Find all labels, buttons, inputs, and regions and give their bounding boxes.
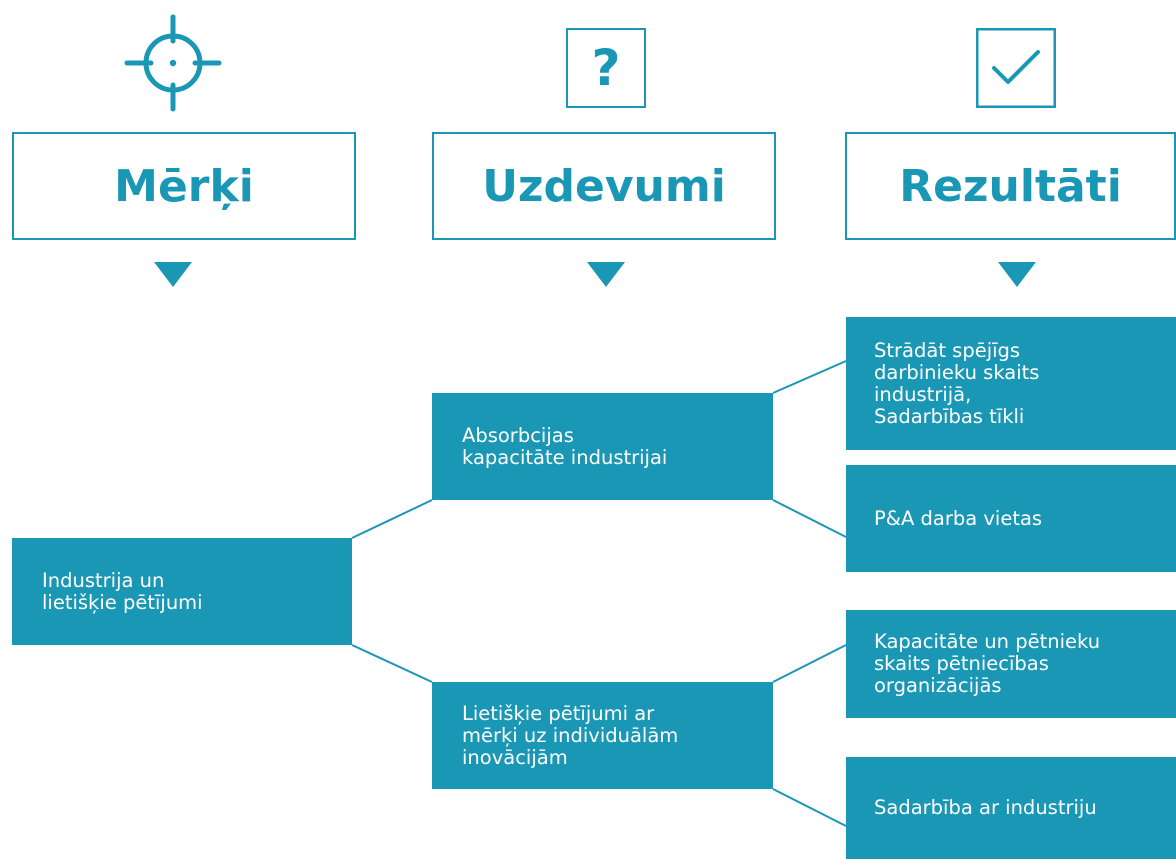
- question-mark-icon: ?: [566, 28, 646, 108]
- result-node-capacity-label: Kapacitāte un pētnieku skaits pētniecība…: [874, 630, 1101, 697]
- result-node-capacity: Kapacitāte un pētnieku skaits pētniecība…: [846, 610, 1176, 718]
- task-node-applied-research-label: Lietišķie pētījumi ar mērķi uz individuā…: [462, 701, 679, 769]
- connector-task2-result3: [772, 644, 847, 683]
- result-node-workforce: Strādāt spējīgs darbinieku skaits indust…: [846, 317, 1176, 450]
- question-mark-glyph: ?: [591, 39, 621, 97]
- crosshair-icon: [124, 14, 222, 112]
- down-arrow-results: [998, 262, 1036, 287]
- down-arrow-goals: [154, 262, 192, 287]
- connector-task1-result2: [772, 499, 847, 538]
- task-node-absorption-label: Absorbcijas kapacitāte industrijai: [462, 423, 668, 469]
- task-node-absorption: Absorbcijas kapacitāte industrijai: [432, 393, 773, 500]
- column-header-goals: Mērķi: [12, 132, 356, 240]
- checkmark-icon: [976, 28, 1056, 108]
- connector-task2-result4: [772, 788, 847, 827]
- column-header-results-label: Rezultāti: [899, 160, 1122, 212]
- column-header-tasks-label: Uzdevumi: [482, 160, 726, 212]
- result-node-workforce-label: Strādāt spējīgs darbinieku skaits indust…: [874, 338, 1040, 428]
- task-node-applied-research: Lietišķie pētījumi ar mērķi uz individuā…: [432, 682, 773, 789]
- down-arrow-tasks: [587, 262, 625, 287]
- connector-task1-result1: [772, 360, 847, 394]
- result-node-rd-jobs-label: P&A darba vietas: [874, 506, 1043, 530]
- result-node-industry-cooperation: Sadarbība ar industriju: [846, 757, 1176, 859]
- connector-goal-task2: [351, 644, 433, 683]
- column-header-tasks: Uzdevumi: [432, 132, 776, 240]
- goal-node-label: Industrija un lietišķie pētījumi: [42, 568, 203, 614]
- goal-node: Industrija un lietišķie pētījumi: [12, 538, 352, 645]
- column-header-goals-label: Mērķi: [114, 160, 254, 212]
- result-node-industry-cooperation-label: Sadarbība ar industriju: [874, 796, 1097, 819]
- result-node-rd-jobs: P&A darba vietas: [846, 465, 1176, 572]
- connector-goal-task1: [351, 499, 433, 539]
- column-header-results: Rezultāti: [845, 132, 1176, 240]
